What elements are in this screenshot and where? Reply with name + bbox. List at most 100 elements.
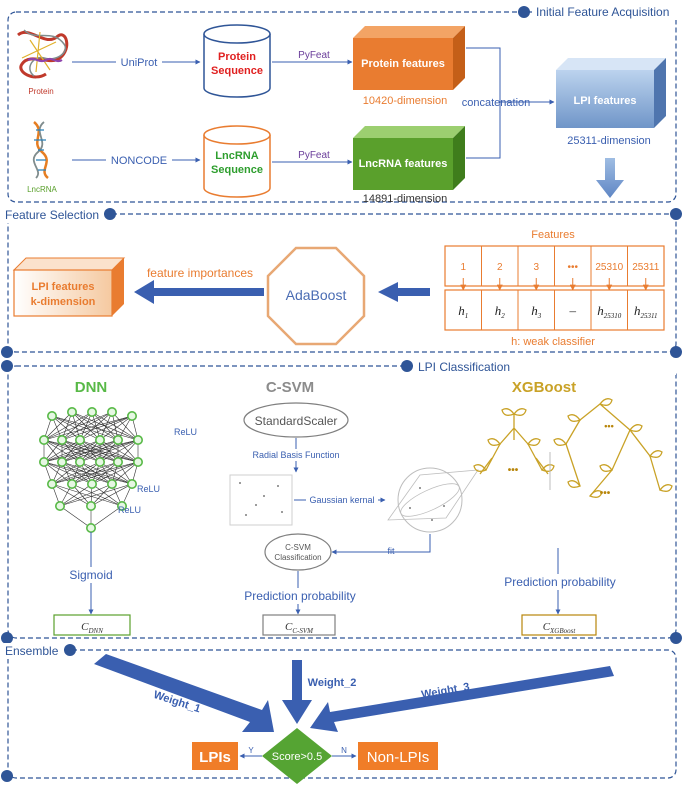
xgb-tree2-dots: •••: [600, 488, 611, 499]
adaboost-to-kdim-arrow: [134, 280, 264, 304]
svg-text:Protein: Protein: [218, 51, 256, 63]
feature-index-5: 25310: [595, 262, 623, 273]
lpi-features-block: LPI features: [556, 58, 666, 128]
classification-frame: [7, 365, 677, 639]
feature-index-6: 25311: [632, 262, 660, 273]
xgb-tree1-dots: •••: [508, 465, 519, 476]
dnn-neuron: [113, 456, 124, 467]
relu-label-2: ReLU: [137, 484, 160, 494]
dnn-neuron: [56, 434, 67, 445]
lpis-outcome: LPIs: [192, 742, 238, 770]
concat-line-protein: [466, 47, 555, 105]
dnn-neuron: [133, 434, 144, 445]
svm-prediction-label: Prediction probability: [244, 589, 355, 603]
lncrna-sequence-database: LncRNA Sequence: [203, 125, 271, 198]
dnn-network: [38, 406, 144, 533]
xgb-tree2-dots-top: •••: [604, 421, 613, 431]
standard-scaler-node: StandardScaler: [243, 402, 349, 438]
svm-output-box: CC-SVM: [262, 614, 336, 636]
weak-classifier-6: h25311: [634, 303, 657, 320]
dnn-neuron: [67, 406, 78, 417]
feature-index-1: 1: [460, 262, 466, 273]
lncrna-dimension: 14891-dimension: [363, 193, 447, 205]
lpi-k-dimension-block: LPI features k-dimension: [12, 257, 126, 317]
dnn-neuron: [87, 478, 98, 489]
concat-line-lncrna: [466, 102, 501, 159]
weight-2-label: Weight_2: [308, 677, 357, 689]
to-selection-arrow: [596, 158, 624, 198]
acquisition-frame: [7, 11, 677, 203]
input-space-plot: [229, 474, 293, 526]
feature-index-3: 3: [533, 262, 539, 273]
feature-importances-label: feature importances: [147, 266, 253, 280]
gaussian-kernel-label: Gaussian kernal: [309, 495, 374, 505]
dnn-neuron: [38, 434, 49, 445]
dnn-neuron: [46, 410, 57, 421]
protein-features-block: Protein features: [353, 26, 465, 90]
svg-text:Classification: Classification: [274, 553, 321, 562]
svg-text:LPI features: LPI features: [574, 95, 637, 107]
svg-text:C-SVM: C-SVM: [285, 543, 311, 552]
section-title-classification: LPI Classification: [418, 360, 510, 374]
concatenation-label: concatenation: [462, 97, 531, 109]
dnn-neuron: [75, 434, 86, 445]
dnn-neuron: [113, 434, 124, 445]
feature-index-2: 2: [497, 262, 503, 273]
svg-text:LPI features: LPI features: [32, 281, 95, 293]
svg-text:LncRNA features: LncRNA features: [359, 158, 448, 170]
svm-classification-node: C-SVM Classification: [264, 533, 332, 571]
section-frames: [7, 11, 677, 779]
pyfeat-label-protein: PyFeat: [298, 50, 330, 61]
svg-text:LncRNA: LncRNA: [215, 150, 258, 162]
lncrna-features-block: LncRNA features: [353, 126, 465, 190]
section-title-selection: Feature Selection: [5, 208, 99, 222]
svg-text:Sequence: Sequence: [211, 65, 263, 77]
svg-text:Non-LPIs: Non-LPIs: [367, 749, 430, 766]
weight-1-arrow: [94, 654, 274, 732]
feature-space-sphere: [387, 467, 479, 533]
svg-text:CC-SVM: CC-SVM: [285, 621, 314, 635]
pyfeat-label-lncrna: PyFeat: [298, 150, 330, 161]
svm-title: C-SVM: [266, 379, 314, 396]
dnn-neuron: [95, 456, 106, 467]
dnn-neuron: [86, 500, 97, 511]
protein-sequence-database: Protein Sequence: [203, 24, 271, 98]
dnn-neuron: [54, 500, 65, 511]
protein-label: Protein: [28, 87, 53, 96]
dnn-neuron: [86, 522, 97, 533]
features-title: Features: [531, 229, 575, 241]
fit-arrow: [331, 534, 431, 555]
dnn-neuron: [127, 478, 138, 489]
sigmoid-label: Sigmoid: [69, 568, 112, 582]
svg-text:StandardScaler: StandardScaler: [255, 414, 338, 428]
xgb-prediction-label: Prediction probability: [504, 575, 615, 589]
svg-text:LPIs: LPIs: [199, 749, 231, 766]
relu-label-3: ReLU: [118, 505, 141, 515]
svg-text:k-dimension: k-dimension: [31, 296, 96, 308]
dnn-output-box: CDNN: [53, 614, 131, 636]
weight-2-arrow: [282, 660, 312, 724]
weak-classifier-4: –: [569, 303, 577, 318]
xgboost-trees: [473, 398, 673, 498]
no-label: N: [341, 746, 347, 755]
weak-classifier-2: h2: [495, 303, 506, 320]
svg-text:Sequence: Sequence: [211, 164, 263, 176]
weak-classifier-label: h: weak classifier: [511, 336, 595, 348]
selection-frame: [7, 213, 677, 353]
xgboost-title: XGBoost: [512, 379, 576, 396]
dnn-neuron: [75, 456, 86, 467]
dnn-neuron: [67, 478, 78, 489]
weak-classifier-5: h25310: [597, 303, 622, 320]
section-titles: Initial Feature Acquisition Feature Sele…: [4, 4, 682, 659]
section-title-ensemble: Ensemble: [5, 644, 59, 658]
lncrna-structure-icon: [32, 121, 49, 179]
dnn-neuron: [95, 434, 106, 445]
dnn-neuron: [56, 456, 67, 467]
dnn-neuron: [133, 456, 144, 467]
relu-label-1: ReLU: [174, 427, 197, 437]
svg-text:CXGBoost: CXGBoost: [543, 621, 577, 635]
features-to-adaboost-arrow: [378, 282, 430, 302]
dnn-neuron: [46, 478, 57, 489]
